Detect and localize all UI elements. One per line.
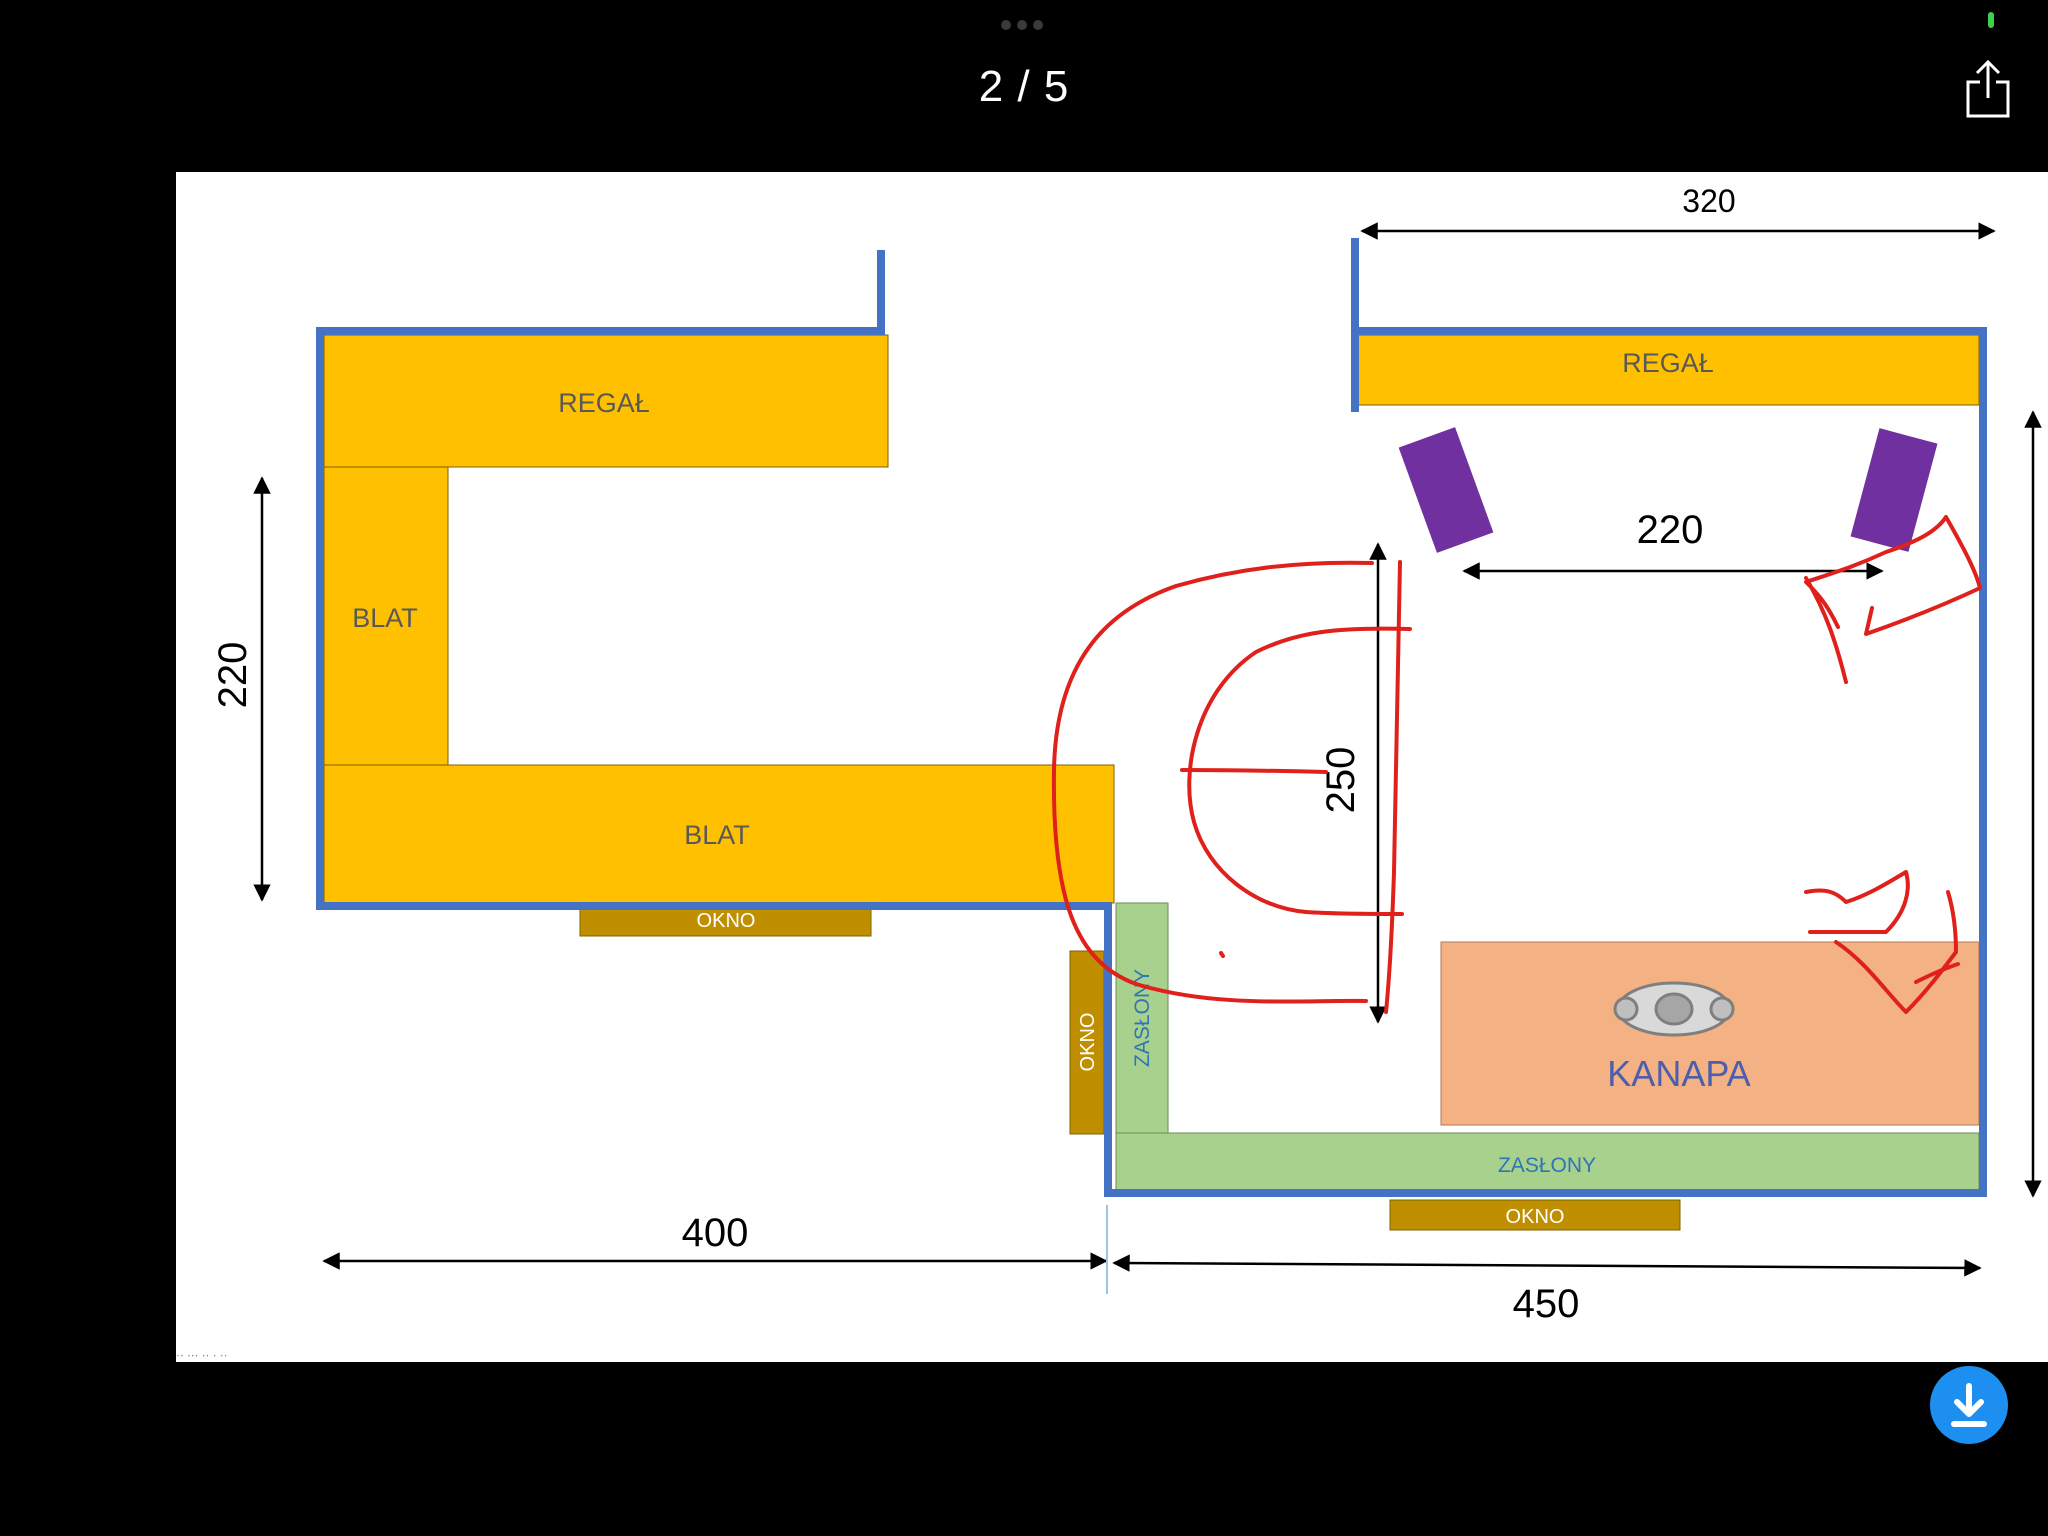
dim-room-width-bottom: 450 [1513, 1282, 1580, 1326]
dim-listening-distance: 250 [1319, 747, 1363, 814]
share-button[interactable] [1958, 56, 2018, 126]
status-indicator [1988, 12, 1994, 28]
label-kanapa: KANAPA [1607, 1053, 1750, 1094]
label-regal-left: REGAŁ [558, 388, 650, 418]
label-okno-kitchen: OKNO [697, 910, 756, 932]
sofa-icon [1613, 981, 1735, 1037]
blat-horizontal [323, 764, 1115, 904]
label-regal-right: REGAŁ [1622, 348, 1714, 378]
download-button[interactable] [1930, 1366, 2008, 1444]
blat-vertical [323, 466, 449, 766]
viewer-top-bar: 2 / 5 [0, 0, 2048, 172]
label-blat-vertical: BLAT [352, 603, 418, 633]
dim-kitchen-width: 400 [682, 1211, 749, 1255]
dim-speaker-spacing: 220 [1637, 508, 1704, 552]
handwritten-annotations [1051, 515, 1982, 1014]
speaker-right [1850, 428, 1938, 552]
label-okno-side: OKNO [1077, 1013, 1099, 1072]
dimension-lines [253, 222, 2042, 1277]
label-zaslony-horizontal: ZASŁONY [1498, 1154, 1596, 1177]
regal-right [1354, 334, 1980, 406]
truncated-caption: ‧‧ ‧‧‧ ‧‧ ‧ ‧‧ [176, 1349, 227, 1362]
zaslony-horizontal [1115, 1132, 1980, 1196]
download-icon [1951, 1383, 1987, 1427]
label-blat-horizontal: BLAT [684, 820, 750, 850]
dim-kitchen-height: 220 [211, 642, 255, 709]
drag-handle[interactable] [1001, 20, 1047, 30]
kanapa [1440, 941, 1980, 1126]
speaker-left [1398, 427, 1494, 553]
share-icon [1966, 59, 2010, 118]
label-okno-bottom: OKNO [1506, 1206, 1565, 1228]
label-zaslony-vertical: ZASŁONY [1131, 969, 1154, 1067]
dim-room-width-top: 320 [1682, 183, 1735, 219]
floor-plan-drawing: REGAŁ REGAŁ BLAT BLAT OKNO OKNO OKNO ZAS… [176, 183, 2042, 1362]
floor-plan-image: REGAŁ REGAŁ BLAT BLAT OKNO OKNO OKNO ZAS… [176, 172, 2048, 1362]
zaslony-vertical [1115, 902, 1169, 1134]
regal-left [323, 334, 889, 468]
okno-side [1069, 950, 1105, 1135]
page-counter: 2 / 5 [978, 62, 1070, 111]
walls [316, 238, 1987, 1197]
okno-bottom [1389, 1199, 1681, 1231]
